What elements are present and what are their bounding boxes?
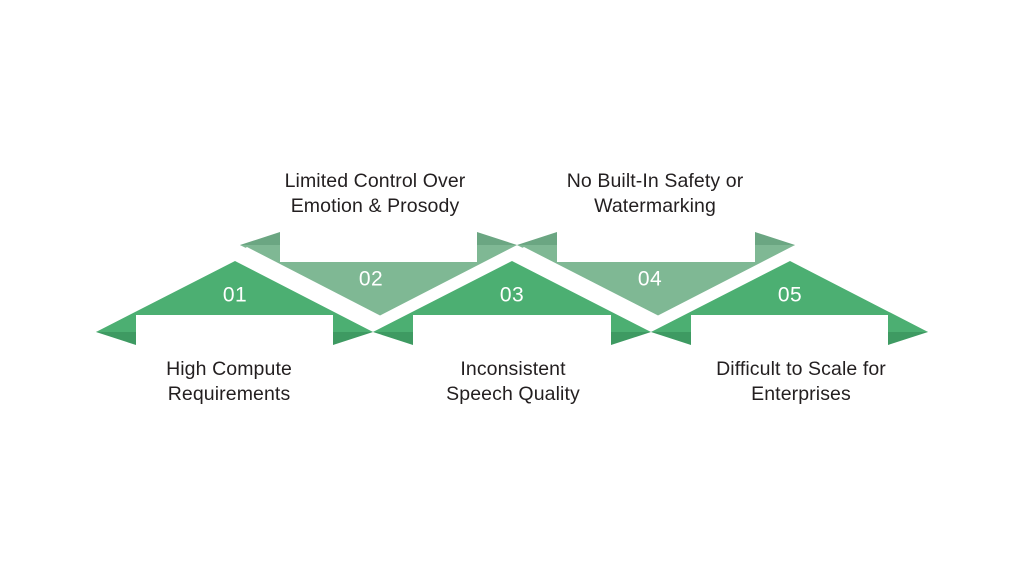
arrow-shape-02[interactable] [240, 232, 517, 316]
gap-02-03 [373, 247, 524, 325]
arrow-04-number: 04 [638, 268, 662, 291]
step-caption-01: High Compute Requirements [166, 358, 292, 405]
arrow-shape-01[interactable] [96, 261, 373, 345]
arrow-05-number: 05 [778, 284, 802, 307]
arrow-03-body [373, 261, 651, 332]
arrow-shape-05[interactable] [651, 261, 928, 345]
gap-01-02 [235, 247, 385, 325]
arrow-01-body [96, 261, 373, 332]
arrow-03-number: 03 [500, 284, 524, 307]
arrow-05-body [651, 261, 928, 332]
arrow-01-number: 01 [223, 284, 247, 307]
step-caption-05: Difficult to Scale for Enterprises [716, 358, 886, 405]
arrow-gap-separators [235, 247, 802, 325]
step-caption-03: Inconsistent Speech Quality [446, 358, 580, 405]
arrow-02-number: 02 [359, 268, 383, 291]
gap-04-05 [651, 247, 802, 325]
gap-03-04 [512, 247, 663, 325]
step-caption-04: No Built-In Safety or Watermarking [566, 170, 744, 217]
arrow-04-body [517, 245, 795, 316]
arrow-shape-03[interactable] [373, 261, 651, 345]
arrow-02-body [240, 245, 517, 316]
arrow-shape-04[interactable] [517, 232, 795, 316]
step-caption-02: Limited Control Over Emotion & Prosody [284, 170, 466, 217]
